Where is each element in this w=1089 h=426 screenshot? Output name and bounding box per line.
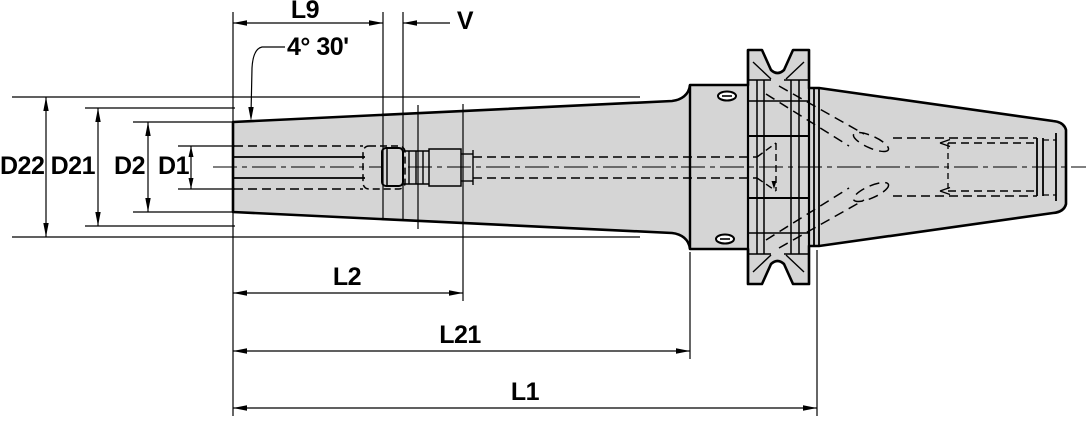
dimension-arrowheads [43,20,817,411]
dim-label-d1: D1 [158,152,189,180]
extension-lines [12,12,818,416]
shank-bore-hidden-lines [893,137,1037,197]
dim-label-d22: D22 [0,152,45,180]
dim-label-d21: D21 [50,152,96,180]
bore-hidden-lines [233,145,406,190]
shank-end-detail [1036,133,1057,201]
coolant-pipe-hidden-lines [473,142,777,192]
flange-hole-ovals [715,90,737,245]
dim-label-l1: L1 [510,378,540,406]
dim-label-d2: D2 [114,152,145,180]
coolant-channel-hidden-lines [765,85,890,249]
dim-label-l21: L21 [439,321,481,349]
dim-label-l2: L2 [332,263,362,291]
dim-label-angle: 4° 30' [287,33,349,61]
funnel-arrowhead [771,181,777,189]
dim-label-v: V [456,7,474,35]
dim-label-l9: L9 [290,0,320,24]
dimension-lines [45,22,817,409]
flange-detail-lines [688,50,820,284]
